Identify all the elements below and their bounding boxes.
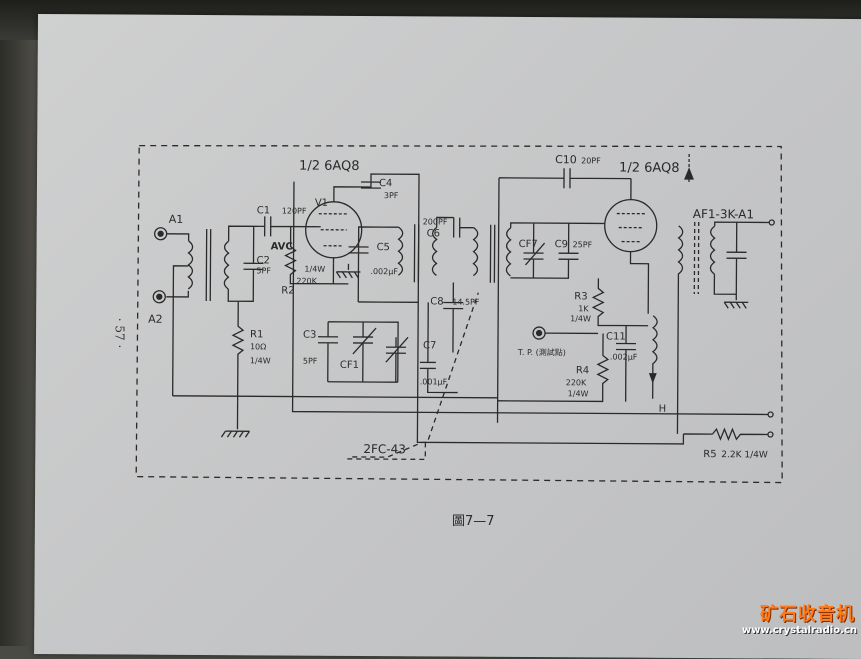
label-r3-val: 1K <box>578 304 589 313</box>
label-r4-w: 1/4W <box>568 389 589 398</box>
coil-tuning-1 <box>397 226 404 276</box>
label-c10-val: 20PF <box>581 156 601 165</box>
label-c4: C4 <box>379 178 392 189</box>
tube-v2 <box>604 198 658 253</box>
label-c1: C1 <box>257 205 270 216</box>
paper-sheet: 1/2 6AQ8 1/2 6AQ8 V1 A1 A2 C1 120PF AVC … <box>34 14 861 659</box>
coil-input-primary <box>187 240 194 290</box>
coil-h <box>651 315 658 399</box>
label-tube1: 1/2 6AQ8 <box>299 159 360 174</box>
label-r2-w: 1/4W <box>304 265 325 274</box>
label-cf1: CF1 <box>340 360 359 371</box>
label-af: AF1-3K-A1 <box>693 207 754 221</box>
figure-caption: 圖7—7 <box>452 514 495 529</box>
label-r1-w: 1/4W <box>250 356 271 365</box>
coil-input-secondary <box>223 240 230 290</box>
label-c2-val: 5PF <box>256 266 271 275</box>
label-h: H <box>659 404 667 415</box>
watermark-title: 矿石收音机 <box>760 604 855 625</box>
label-cf7: CF7 <box>519 239 538 250</box>
coil-output-primary <box>676 225 684 434</box>
label-r2: R2 <box>281 285 294 296</box>
label-gang: 2FC-43 <box>363 442 406 456</box>
terminal-a2 <box>152 290 166 304</box>
label-r5: R5 <box>703 449 716 460</box>
label-c10: C10 <box>555 153 577 166</box>
watermark-url: www.crystalradio.cn <box>741 625 857 636</box>
label-c11-val: .002μF <box>610 353 638 362</box>
label-r1-val: 10Ω <box>250 342 266 351</box>
label-a1: A1 <box>169 213 184 226</box>
resistor-r3 <box>591 278 649 327</box>
label-c1-val: 120PF <box>282 206 307 215</box>
label-c11: C11 <box>606 331 626 342</box>
label-c6-val: 200PF <box>423 217 448 226</box>
label-r2-val: 220K <box>296 277 317 286</box>
resistor-r4 <box>497 333 610 403</box>
label-c7: C7 <box>423 340 436 351</box>
label-tube2: 1/2 6AQ8 <box>619 161 680 176</box>
label-r3-w: 1/4W <box>570 314 591 323</box>
label-c9-val: 25PF <box>573 240 593 249</box>
label-c5-val: .002μF <box>370 267 398 276</box>
label-c8: C8 <box>430 296 443 307</box>
resistor-r1 <box>231 301 245 402</box>
label-c7-val: .001μF <box>420 377 448 386</box>
label-c3-val: 5PF <box>303 357 318 366</box>
coil-tuning-2 <box>472 227 479 277</box>
label-r3: R3 <box>574 291 587 302</box>
label-tp: T. P. (測試點) <box>517 347 566 357</box>
label-r4: R4 <box>576 365 589 376</box>
label-c8-val: 14.5PF <box>452 298 480 307</box>
label-r4-val: 220K <box>566 378 587 387</box>
label-c5: C5 <box>377 242 390 253</box>
label-c4-val: 3PF <box>384 191 399 200</box>
label-c2: C2 <box>256 255 269 266</box>
schematic-diagram: 1/2 6AQ8 1/2 6AQ8 V1 A1 A2 C1 120PF AVC … <box>135 144 783 484</box>
label-avc: AVC <box>271 241 293 252</box>
site-watermark: 矿石收音机 www.crystalradio.cn <box>722 600 861 646</box>
label-v1: V1 <box>315 198 328 209</box>
label-c3: C3 <box>303 330 316 341</box>
label-c6: C6 <box>427 228 440 239</box>
label-a2: A2 <box>148 313 163 326</box>
page-number: · 57 · <box>112 317 127 349</box>
label-c9: C9 <box>555 239 568 250</box>
label-r5-val: 2.2K 1/4W <box>721 450 768 460</box>
label-r1: R1 <box>250 329 263 340</box>
